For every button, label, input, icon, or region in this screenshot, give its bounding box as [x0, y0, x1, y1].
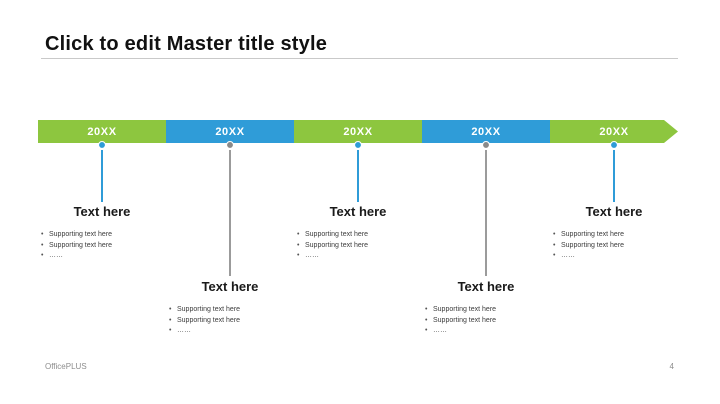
bullet-item[interactable]: …… — [169, 326, 305, 337]
bullet-item[interactable]: …… — [425, 326, 561, 337]
milestone-dot-1 — [97, 140, 106, 149]
callout-bullet-list: Supporting text here Supporting text her… — [283, 230, 433, 262]
segment-year-label: 20XX — [343, 125, 373, 138]
milestone-dot-4 — [481, 140, 490, 149]
bullet-item[interactable]: Supporting text here — [297, 241, 433, 252]
callout-bullet-list: Supporting text here Supporting text her… — [539, 230, 689, 262]
milestone-dot-3 — [353, 140, 362, 149]
timeline-bar: 20XX 20XX 20XX 20XX 20XX — [38, 120, 678, 143]
callout-heading[interactable]: Text here — [201, 279, 259, 294]
callout-bullet-list: Supporting text here Supporting text her… — [27, 230, 177, 262]
milestone-dot-5 — [609, 140, 618, 149]
milestone-dot-2 — [225, 140, 234, 149]
bullet-item[interactable]: Supporting text here — [425, 305, 561, 316]
bullet-item[interactable]: Supporting text here — [169, 305, 305, 316]
timeline-segment-3[interactable]: 20XX — [294, 120, 422, 143]
page-number: 4 — [669, 362, 674, 371]
connector-line-4 — [485, 150, 487, 276]
bullet-item[interactable]: Supporting text here — [297, 230, 433, 241]
bullet-item[interactable]: Supporting text here — [169, 316, 305, 327]
callout-heading[interactable]: Text here — [585, 204, 643, 219]
connector-line-5 — [613, 150, 615, 202]
bullet-item[interactable]: …… — [41, 251, 177, 262]
bullet-item[interactable]: Supporting text here — [41, 241, 177, 252]
bullet-item[interactable]: Supporting text here — [41, 230, 177, 241]
segment-year-label: 20XX — [215, 125, 245, 138]
callout-heading[interactable]: Text here — [457, 279, 515, 294]
callout-5[interactable]: Text here Supporting text here Supportin… — [539, 204, 689, 262]
callout-4[interactable]: Text here Supporting text here Supportin… — [411, 279, 561, 337]
bullet-item[interactable]: Supporting text here — [553, 241, 689, 252]
callout-bullet-list: Supporting text here Supporting text her… — [155, 305, 305, 337]
timeline-segment-4[interactable]: 20XX — [422, 120, 550, 143]
timeline-segment-1[interactable]: 20XX — [38, 120, 166, 143]
callout-1[interactable]: Text here Supporting text here Supportin… — [27, 204, 177, 262]
callout-heading[interactable]: Text here — [73, 204, 131, 219]
connector-line-3 — [357, 150, 359, 202]
slide-title[interactable]: Click to edit Master title style — [45, 33, 328, 55]
timeline-segment-5-arrow[interactable]: 20XX — [550, 120, 678, 143]
title-divider — [41, 58, 678, 59]
callout-3[interactable]: Text here Supporting text here Supportin… — [283, 204, 433, 262]
callout-heading[interactable]: Text here — [329, 204, 387, 219]
callout-2[interactable]: Text here Supporting text here Supportin… — [155, 279, 305, 337]
segment-year-label: 20XX — [87, 125, 117, 138]
bullet-item[interactable]: Supporting text here — [425, 316, 561, 327]
bullet-item[interactable]: Supporting text here — [553, 230, 689, 241]
bullet-item[interactable]: …… — [553, 251, 689, 262]
bullet-item[interactable]: …… — [297, 251, 433, 262]
segment-year-label: 20XX — [471, 125, 501, 138]
timeline-segment-2[interactable]: 20XX — [166, 120, 294, 143]
connector-line-1 — [101, 150, 103, 202]
footer-brand: OfficePLUS — [45, 362, 87, 371]
callout-bullet-list: Supporting text here Supporting text her… — [411, 305, 561, 337]
segment-year-label: 20XX — [599, 125, 629, 138]
connector-line-2 — [229, 150, 231, 276]
